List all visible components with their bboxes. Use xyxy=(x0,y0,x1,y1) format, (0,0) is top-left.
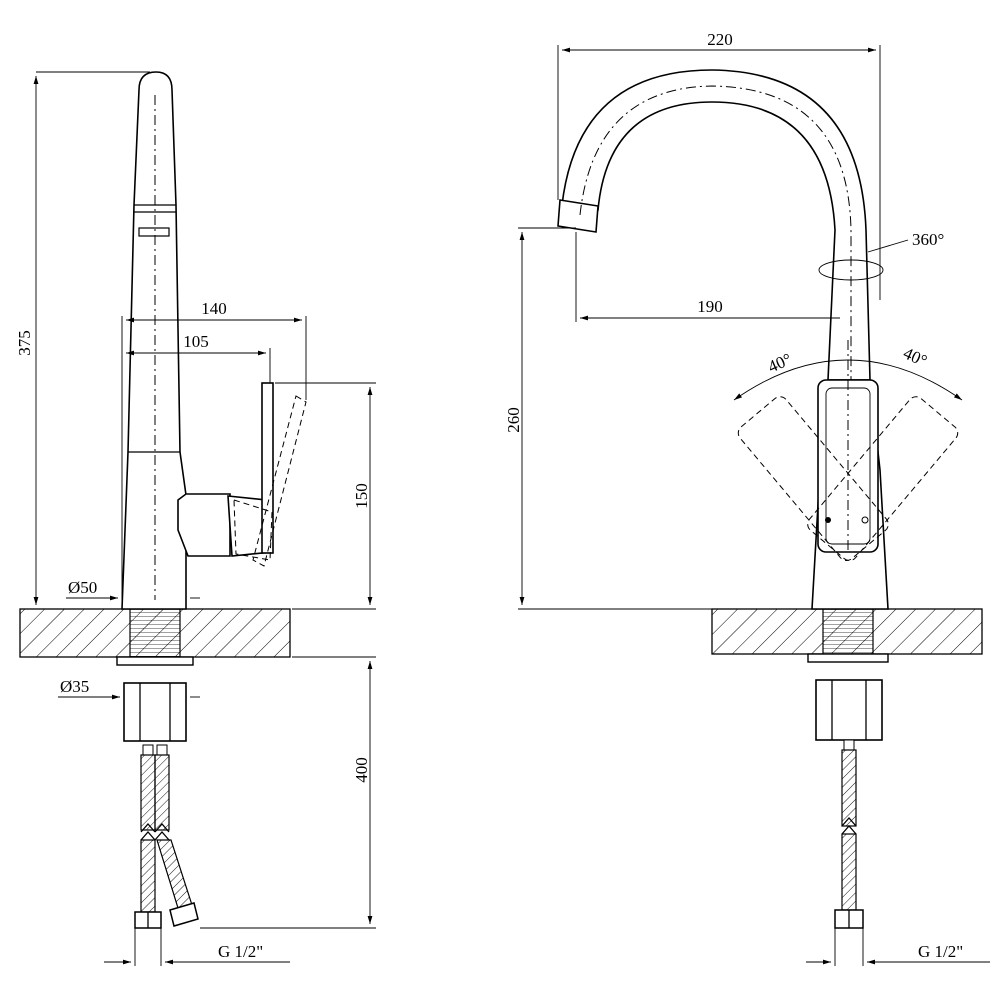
rotation-indicator xyxy=(818,259,884,281)
side-dimensions: 375 140 105 150 Ø50 Ø35 xyxy=(15,71,376,966)
front-rotation-label: 360° xyxy=(912,230,944,249)
side-view: 375 140 105 150 Ø50 Ø35 xyxy=(15,71,376,966)
front-thread-label: G 1/2" xyxy=(918,942,963,961)
side-handle-reach-label: 140 xyxy=(201,299,227,318)
side-body-reach-label: 105 xyxy=(183,332,209,351)
front-lever-right-angle: 40° xyxy=(900,343,929,370)
side-base-diameter-label: Ø50 xyxy=(68,578,97,597)
front-countertop xyxy=(711,608,983,655)
front-shank xyxy=(807,653,889,741)
front-spout xyxy=(557,69,884,600)
front-width-label: 220 xyxy=(707,30,733,49)
side-hoses xyxy=(134,744,199,929)
side-faucet-body xyxy=(121,71,307,610)
side-shank xyxy=(116,656,194,742)
front-hose xyxy=(834,739,864,929)
front-spout-reach-label: 190 xyxy=(697,297,723,316)
front-faucet-body xyxy=(733,340,963,610)
front-lever-left-angle: 40° xyxy=(765,349,794,376)
side-shank-diameter-label: Ø35 xyxy=(60,677,89,696)
side-handle-height-label: 150 xyxy=(352,483,371,509)
side-height-label: 375 xyxy=(15,330,34,356)
side-hose-length-label: 400 xyxy=(352,757,371,783)
side-thread-label: G 1/2" xyxy=(218,942,263,961)
front-spout-height-label: 260 xyxy=(504,407,523,433)
front-view: 220 190 260 360° 40° 40° G 1/2" xyxy=(504,30,990,966)
side-countertop xyxy=(19,608,291,658)
